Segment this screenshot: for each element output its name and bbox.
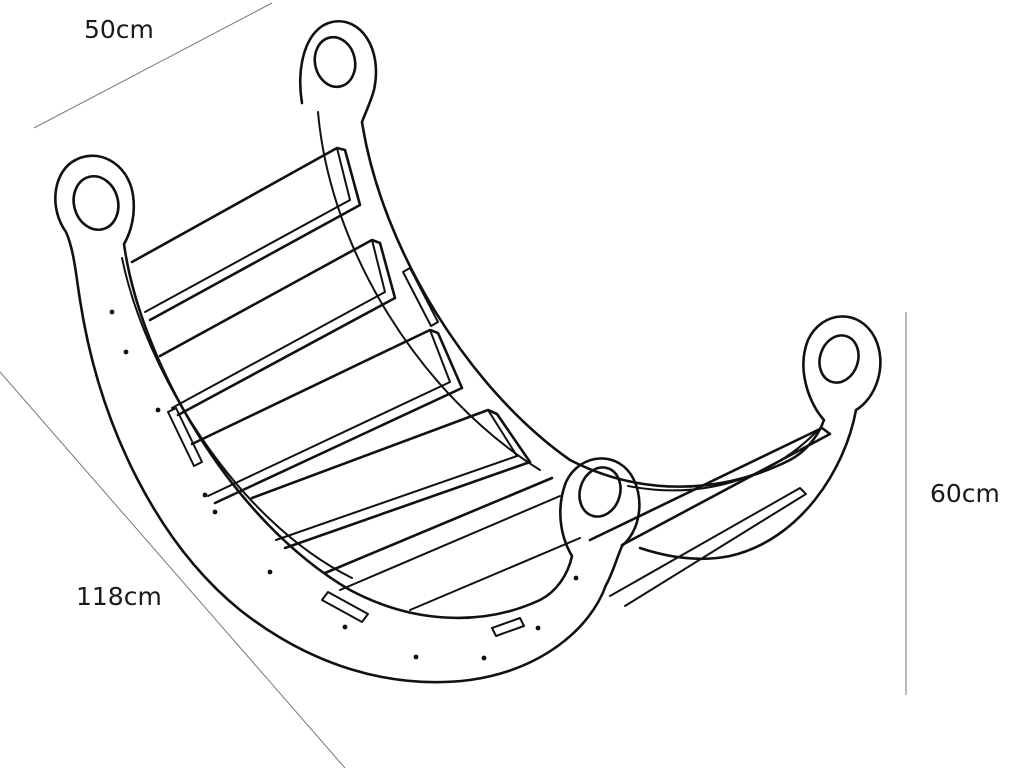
front-side-board [54,154,641,684]
depth-guide-line [33,2,273,129]
length-guide-line [0,371,346,768]
front-right-handle-hole [578,466,622,518]
back-side-board [298,19,882,561]
length-label: 118cm [76,582,162,611]
screw-holes [109,309,579,661]
front-board-slot-lower [321,591,369,623]
front-left-handle-hole [72,175,120,231]
front-board-slot-upper [167,407,203,467]
back-board-slot [402,267,439,327]
height-label: 60cm [930,479,1000,508]
slats [130,146,832,611]
depth-label: 50cm [84,15,154,44]
back-right-handle-hole [818,334,860,384]
front-board-slot-right [491,617,525,637]
back-left-handle-hole [313,35,357,89]
